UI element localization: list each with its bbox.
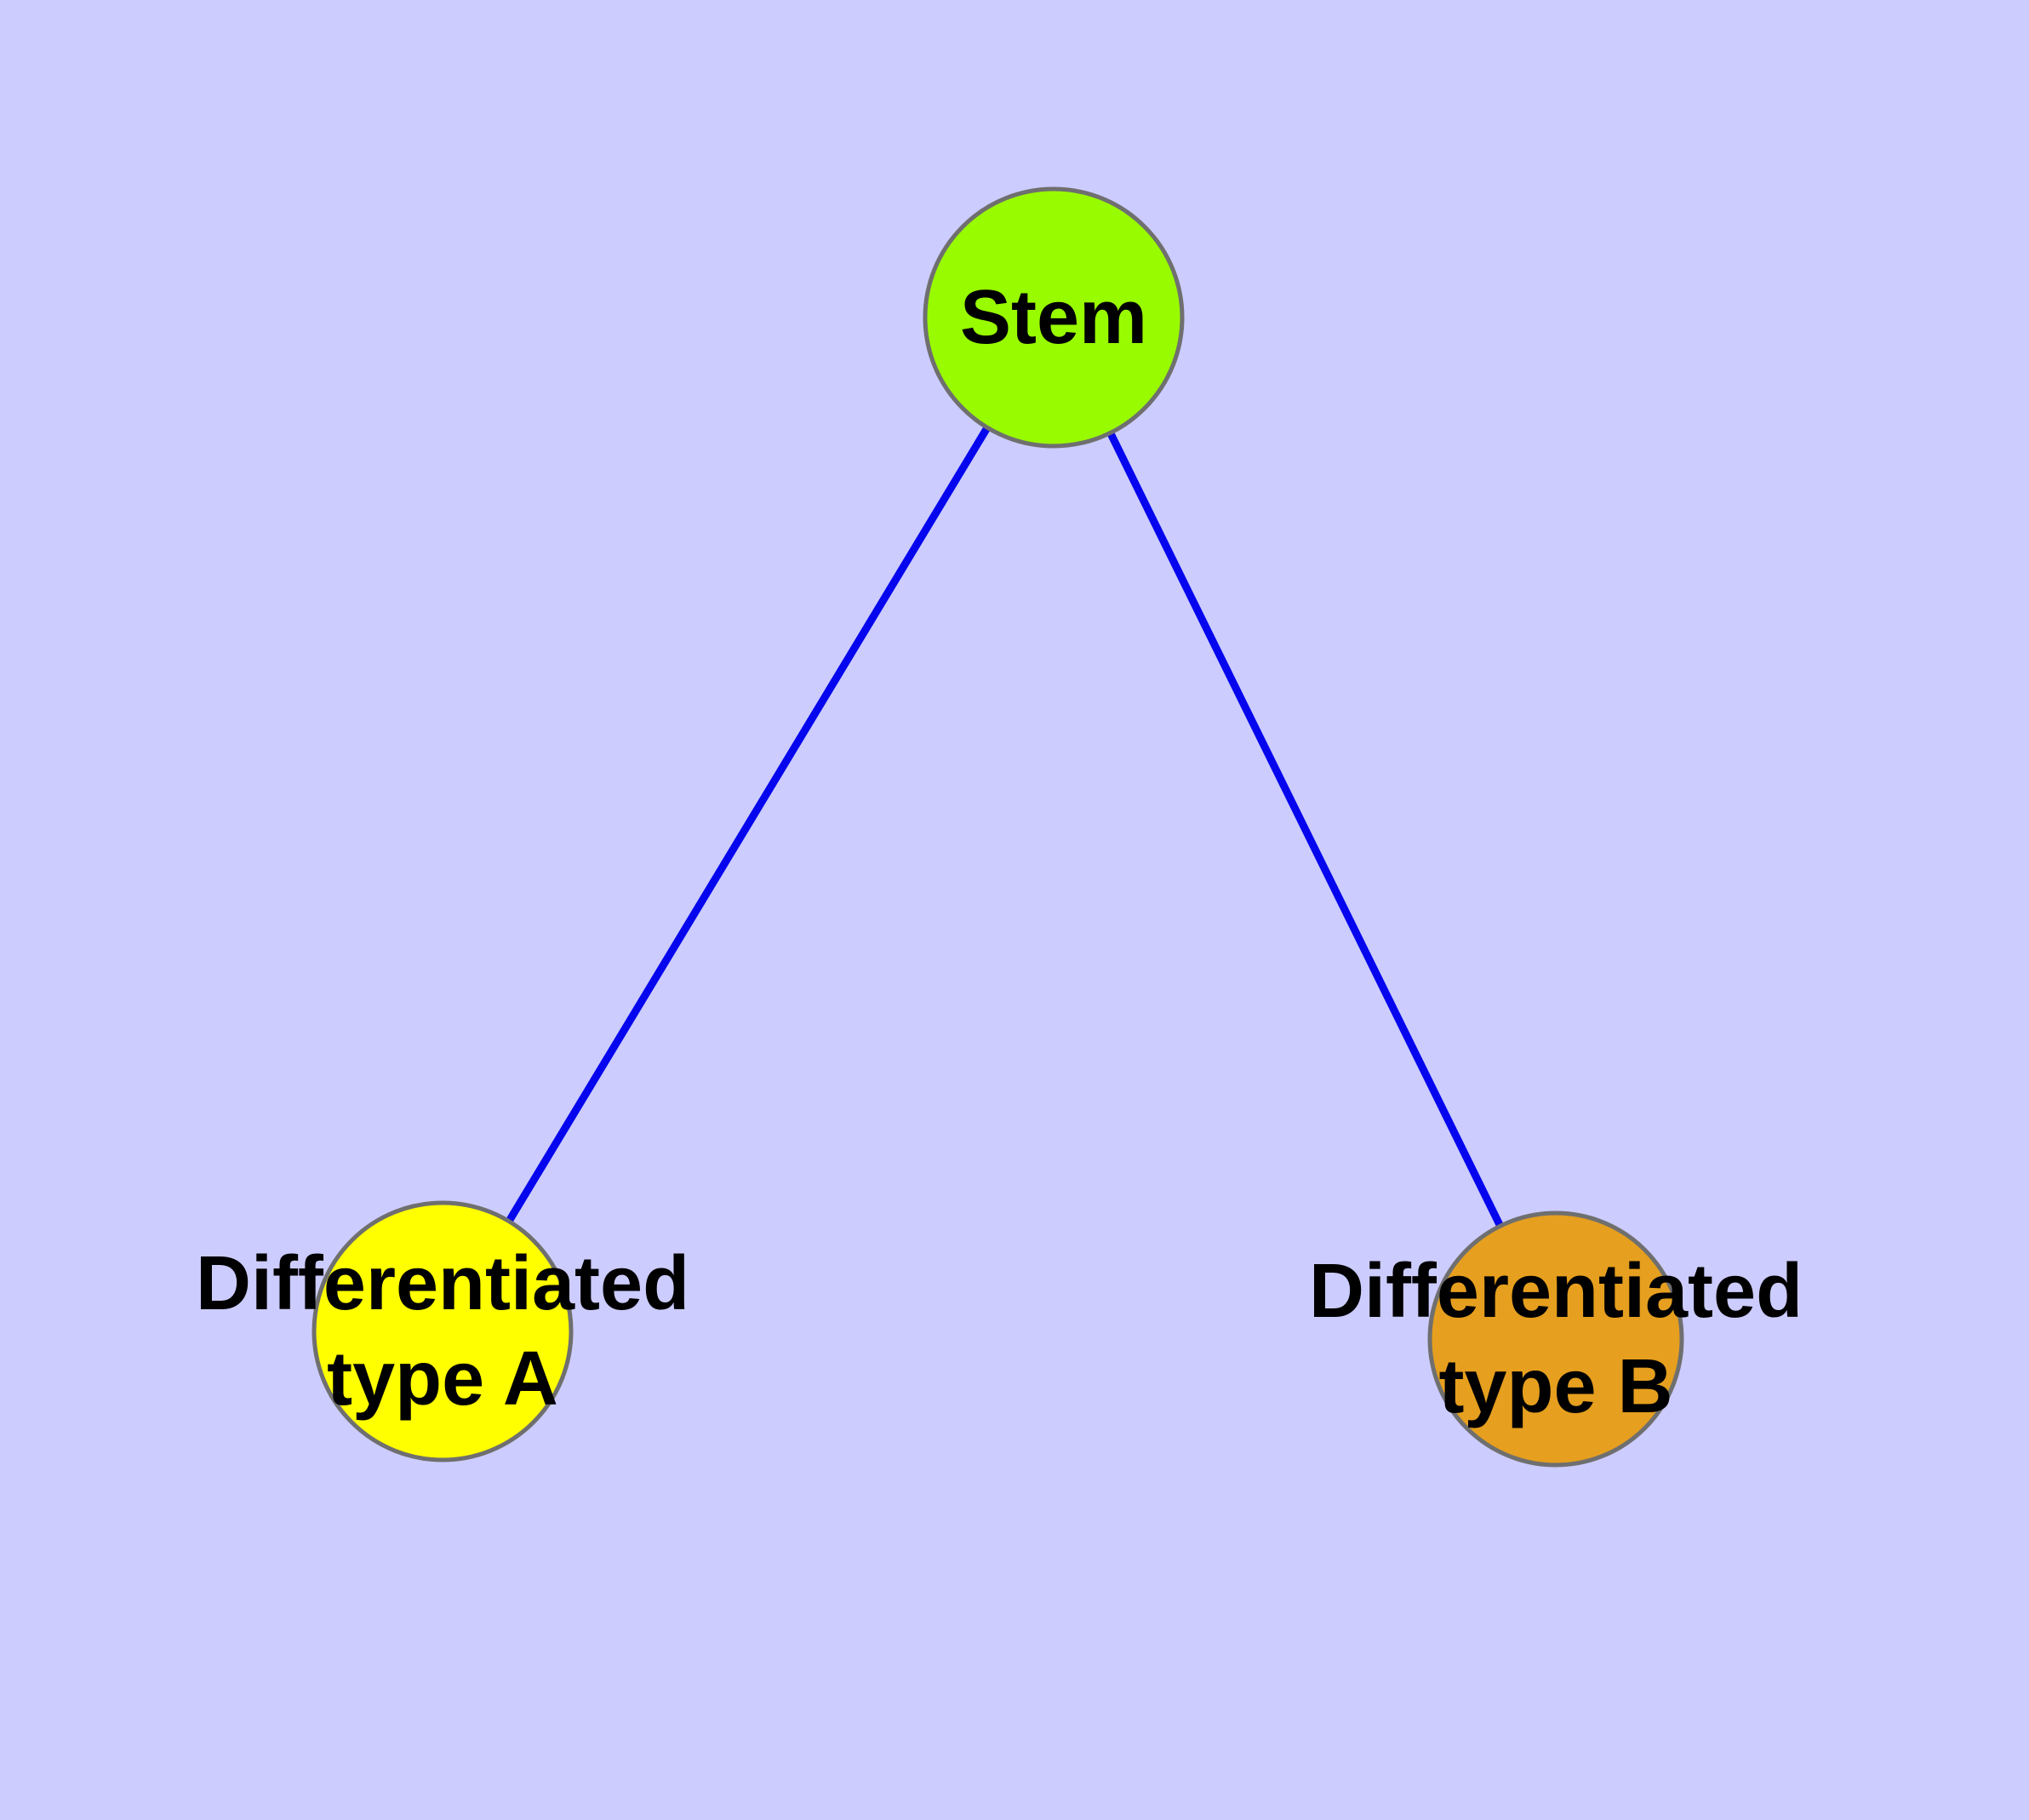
node-stem-circle [923, 186, 1185, 449]
node-label-line: Differentiated [195, 1241, 690, 1326]
edge-stem-to-type-a [439, 315, 1057, 1334]
node-type-a-circle [311, 1200, 574, 1462]
edge-stem-to-type-b [1049, 316, 1560, 1341]
node-label-line: type B [1438, 1344, 1673, 1429]
node-type-b-circle [1427, 1210, 1684, 1468]
node-type-a-label: Differentiated type A [196, 1236, 689, 1427]
node-type-b-label: Differentiated type B [1309, 1244, 1803, 1434]
node-label-line: Stem [959, 275, 1148, 360]
node-label-line: type A [327, 1336, 558, 1422]
node-stem-label: Stem [960, 270, 1147, 365]
node-label-line: Differentiated [1308, 1249, 1803, 1334]
